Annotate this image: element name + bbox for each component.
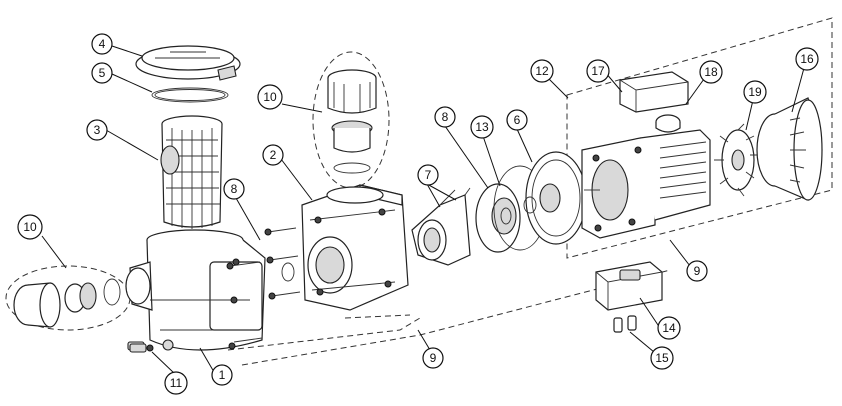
callout-13: 13 <box>470 115 494 139</box>
svg-text:10: 10 <box>263 90 277 104</box>
seal-plate-disk <box>523 151 587 245</box>
svg-text:18: 18 <box>704 65 718 79</box>
callout-3: 3 <box>86 119 108 141</box>
impeller <box>475 183 521 253</box>
fan-cover <box>756 97 823 201</box>
svg-text:12: 12 <box>535 64 549 78</box>
callout-12: 12 <box>530 59 554 83</box>
motor <box>581 129 711 239</box>
strainer-basket <box>160 115 223 229</box>
svg-text:15: 15 <box>655 351 669 365</box>
callout-17: 17 <box>586 59 610 83</box>
svg-text:14: 14 <box>662 321 676 335</box>
svg-text:4: 4 <box>99 37 106 51</box>
motor-base <box>595 261 663 311</box>
callout-15: 15 <box>650 346 674 370</box>
svg-text:5: 5 <box>99 66 106 80</box>
callout-11: 11 <box>164 371 188 395</box>
callout-1: 1 <box>211 364 233 386</box>
capacitor <box>655 114 681 133</box>
callout-5: 5 <box>91 62 113 84</box>
motor-fan <box>714 123 760 197</box>
svg-text:9: 9 <box>694 264 701 278</box>
svg-text:10: 10 <box>23 220 37 234</box>
svg-text:16: 16 <box>800 52 814 66</box>
callout-19: 19 <box>743 80 767 104</box>
svg-text:13: 13 <box>475 120 489 134</box>
callout-9-left: 9 <box>422 347 444 369</box>
lid-o-ring <box>151 87 229 103</box>
union-fitting-top <box>327 69 377 174</box>
callout-7: 7 <box>417 164 439 186</box>
callout-10-top: 10 <box>257 84 283 110</box>
svg-text:8: 8 <box>442 110 449 124</box>
pump-lid <box>135 45 241 81</box>
callout-6: 6 <box>506 109 528 131</box>
svg-text:6: 6 <box>514 113 521 127</box>
callout-8-left: 8 <box>223 178 245 200</box>
union-fitting-left <box>13 278 121 328</box>
diffuser <box>411 187 471 266</box>
svg-text:17: 17 <box>591 64 605 78</box>
callout-2: 2 <box>262 144 284 166</box>
svg-text:1: 1 <box>219 368 226 382</box>
drain-plug <box>129 343 147 353</box>
svg-text:8: 8 <box>231 182 238 196</box>
leader-lines <box>41 45 805 375</box>
bolts-left <box>226 227 301 343</box>
pump-body <box>125 229 266 352</box>
callout-16: 16 <box>795 47 819 71</box>
callout-18: 18 <box>699 60 723 84</box>
terminal-box-cover <box>619 71 689 113</box>
svg-text:19: 19 <box>748 85 762 99</box>
svg-text:9: 9 <box>430 351 437 365</box>
svg-text:11: 11 <box>170 376 183 390</box>
seal-plate <box>301 184 409 311</box>
svg-text:3: 3 <box>94 123 101 137</box>
svg-text:2: 2 <box>270 148 277 162</box>
svg-text:7: 7 <box>425 168 432 182</box>
callout-9-right: 9 <box>686 260 708 282</box>
callout-8-right: 8 <box>434 106 456 128</box>
callout-10-left: 10 <box>17 214 43 240</box>
callout-14: 14 <box>657 316 681 340</box>
callout-4: 4 <box>91 33 113 55</box>
base-screws <box>613 315 637 333</box>
